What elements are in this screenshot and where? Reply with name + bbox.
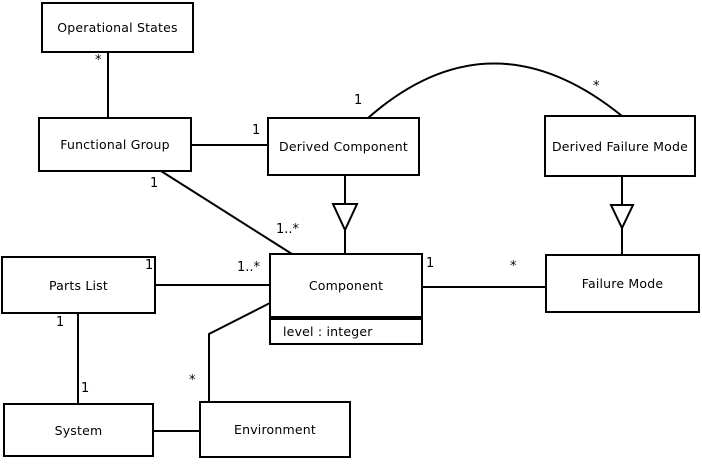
class-label: Derived Component	[279, 139, 408, 154]
multiplicity-label: 1	[56, 315, 65, 330]
multiplicity-label: 1	[252, 123, 261, 138]
class-system[interactable]: System	[3, 403, 154, 457]
generalization-triangle-icon	[331, 203, 359, 233]
class-label: System	[54, 422, 103, 438]
multiplicity-label: 1..*	[276, 222, 300, 237]
class-label: Failure Mode	[581, 276, 664, 291]
class-functional-group[interactable]: Functional Group	[38, 117, 192, 172]
multiplicity-label: *	[95, 53, 102, 68]
edge-derived-component-derived-failure-mode-arc	[367, 62, 623, 119]
class-environment[interactable]: Environment	[199, 401, 351, 458]
class-label: Derived Failure Mode	[551, 138, 689, 154]
class-operational-states[interactable]: Operational States	[41, 2, 194, 53]
edge-environment-component	[208, 302, 271, 402]
multiplicity-label: 1	[150, 176, 159, 191]
multiplicity-label: *	[593, 79, 600, 94]
multiplicity-label: 1	[354, 93, 363, 108]
class-failure-mode[interactable]: Failure Mode	[545, 254, 700, 313]
generalization-triangle-icon	[609, 204, 635, 231]
class-label: Component	[308, 278, 384, 293]
edge-functional-group-component	[160, 170, 293, 255]
multiplicity-label: *	[189, 373, 196, 388]
multiplicity-label: 1..*	[237, 260, 261, 275]
class-label: Environment	[233, 422, 317, 437]
multiplicity-label: *	[510, 259, 517, 274]
multiplicity-label: 1	[81, 381, 90, 396]
multiplicity-label: 1	[426, 256, 435, 271]
class-component-attributes[interactable]: level : integer	[269, 318, 423, 345]
class-derived-component[interactable]: Derived Component	[267, 117, 420, 176]
attribute-label: level : integer	[283, 324, 373, 339]
class-label: Operational States	[57, 20, 178, 35]
class-component[interactable]: Component	[269, 253, 423, 318]
class-parts-list[interactable]: Parts List	[1, 256, 156, 314]
multiplicity-label: 1	[145, 258, 154, 273]
class-derived-failure-mode[interactable]: Derived Failure Mode	[544, 115, 696, 177]
class-label: Functional Group	[60, 137, 170, 152]
class-label: Parts List	[48, 277, 108, 293]
